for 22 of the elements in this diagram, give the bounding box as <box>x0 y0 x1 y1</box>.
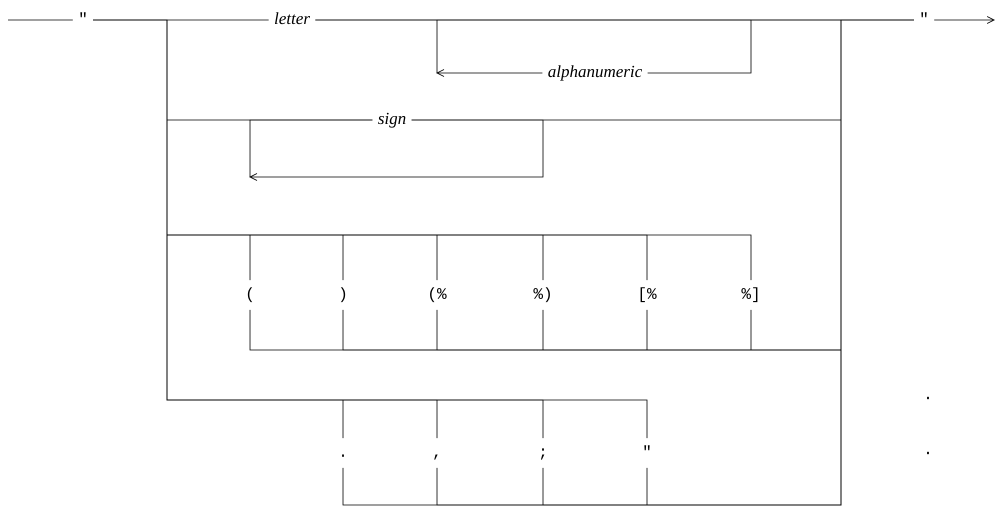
terminal-symbol: ; <box>540 448 544 460</box>
nonterminal-label: letter <box>274 12 310 24</box>
terminal-symbol: ( <box>248 287 252 302</box>
quote-symbol: " <box>921 12 927 18</box>
track-line <box>92 20 648 438</box>
dot-mark: . <box>927 396 929 400</box>
terminal-symbol: , <box>434 454 438 460</box>
nonterminal-label: sign <box>378 112 406 128</box>
terminal-symbol: ) <box>340 287 346 302</box>
nonterminal-label: alphanumeric <box>548 65 642 81</box>
track-line <box>934 16 995 24</box>
track-line <box>646 20 914 506</box>
terminal-symbol: " <box>644 445 650 450</box>
terminal-symbol: [% <box>640 287 657 302</box>
track-line <box>249 120 544 181</box>
track-line <box>314 20 752 74</box>
quote-symbol: " <box>80 12 86 18</box>
dot-mark: . <box>927 452 929 454</box>
terminal-symbol: %) <box>533 287 550 302</box>
terminal-symbol: . <box>342 454 344 457</box>
terminal-symbol: %] <box>741 287 758 302</box>
terminal-symbol: (% <box>430 287 447 302</box>
